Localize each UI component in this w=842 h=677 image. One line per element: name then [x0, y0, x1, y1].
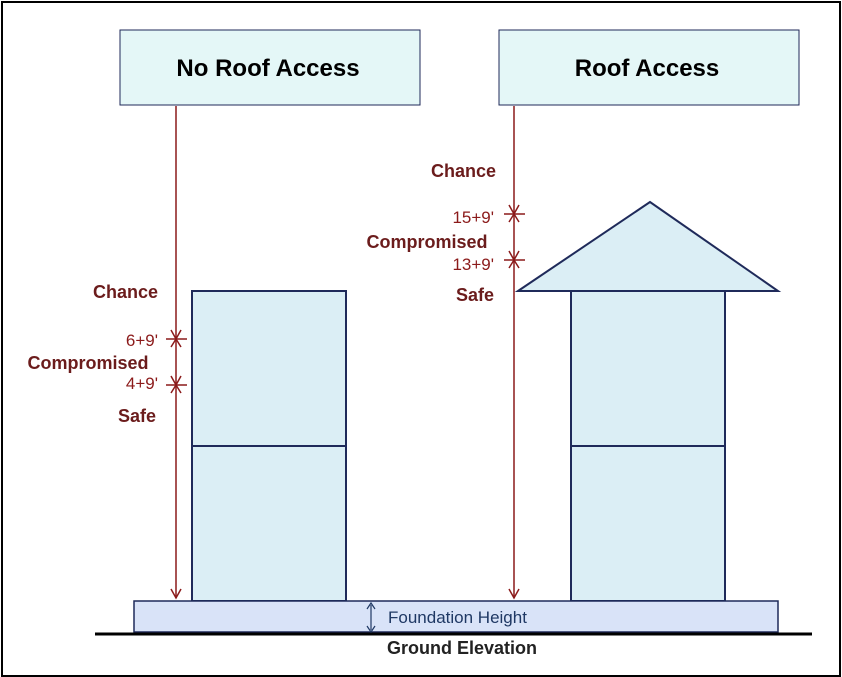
- left-height-dimension: [166, 106, 187, 600]
- right-compromised-label: Compromised: [366, 232, 487, 252]
- left-chance-label: Chance: [93, 282, 158, 302]
- building-upper-floor: [570, 290, 726, 447]
- building-upper-floor: [191, 290, 347, 447]
- left-safe-label: Safe: [118, 406, 156, 426]
- building-lower-floor: [191, 445, 347, 602]
- right-height-dimension: [504, 106, 525, 600]
- building-roof: [514, 200, 782, 292]
- foundation-slab: [133, 600, 779, 633]
- left-compromised-label: Compromised: [27, 353, 148, 373]
- header-no-roof-access-title: No Roof Access: [176, 55, 359, 82]
- right-chance-label: Chance: [431, 161, 496, 181]
- building-lower-floor: [570, 445, 726, 602]
- header-roof-access-title: Roof Access: [575, 55, 720, 82]
- right-safe-label: Safe: [456, 285, 494, 305]
- building-roof-access: [514, 200, 782, 602]
- left-lower-dimension: 4+9': [126, 374, 158, 393]
- right-upper-dimension: 15+9': [452, 208, 494, 227]
- building-no-roof-access: [191, 290, 347, 602]
- foundation-height-marker: [366, 601, 376, 634]
- header-roof-access: Roof Access: [498, 29, 800, 106]
- ground-elevation-label: Ground Elevation: [387, 638, 537, 658]
- header-no-roof-access: No Roof Access: [119, 29, 421, 106]
- foundation-height-label: Foundation Height: [388, 608, 527, 627]
- right-lower-dimension: 13+9': [452, 255, 494, 274]
- left-upper-dimension: 6+9': [126, 331, 158, 350]
